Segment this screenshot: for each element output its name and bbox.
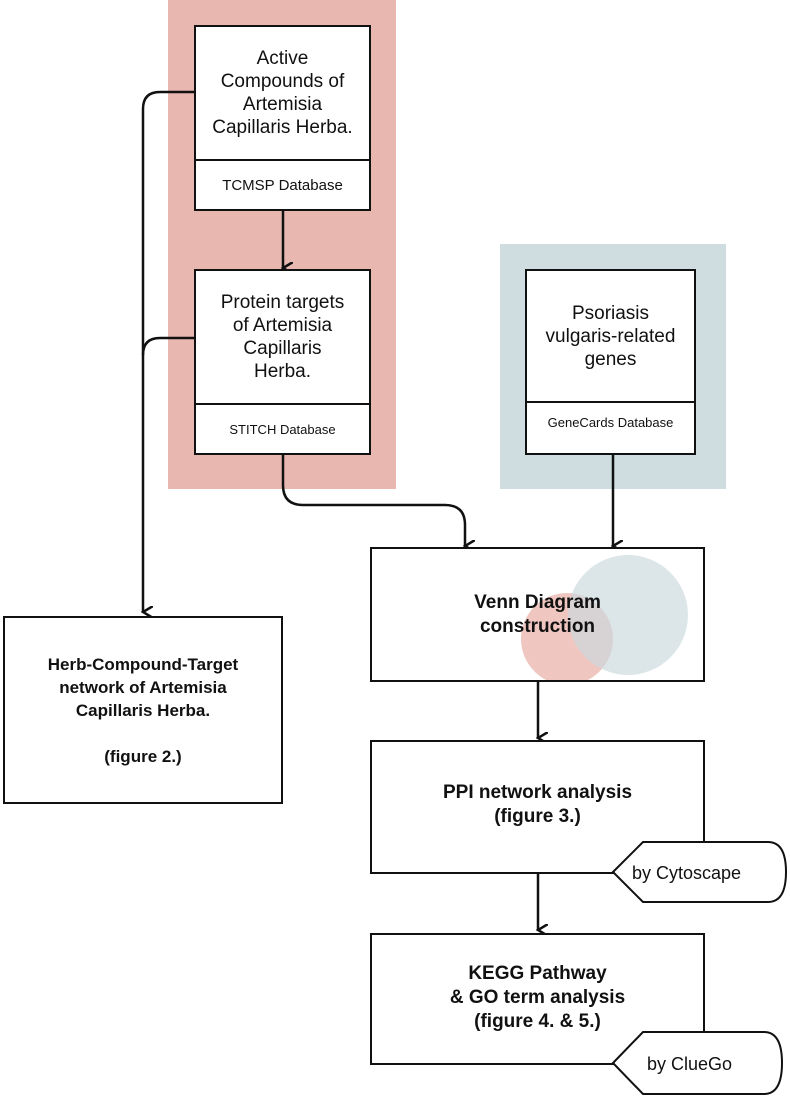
label-line: vulgaris-related: [545, 325, 676, 347]
label-line: PPI network analysis: [442, 781, 633, 803]
label-line: Capillaris: [243, 338, 322, 359]
node-venn-label: Venn Diagram construction: [372, 549, 703, 680]
label-line: Herb-Compound-Target: [47, 654, 239, 674]
db-label-genecards: GeneCards Database: [527, 401, 694, 441]
db-label-stitch: STITCH Database: [196, 403, 369, 453]
label-line: Artemisia: [242, 94, 323, 115]
label-line: & GO term analysis: [449, 986, 626, 1008]
label-line: construction: [479, 615, 596, 637]
node-active-compounds: Active Compounds of Artemisia Capillaris…: [194, 25, 371, 211]
node-herb-network-label: Herb-Compound-Target network of Artemisi…: [5, 618, 281, 802]
label-line: Active: [256, 48, 309, 69]
label-line: genes: [584, 348, 637, 370]
db-label-tcmsp: TCMSP Database: [196, 159, 369, 209]
label-line: of Artemisia: [232, 315, 333, 336]
label-line: (figure 4. & 5.): [474, 1010, 601, 1032]
node-protein-targets: Protein targets of Artemisia Capillaris …: [194, 269, 371, 455]
label-line: Psoriasis: [571, 302, 650, 324]
tag-text-cluego: by ClueGo: [647, 1054, 732, 1074]
node-venn-construction: Venn Diagram construction: [370, 547, 705, 682]
label-line: (figure 2.): [104, 746, 182, 766]
node-protein-targets-label: Protein targets of Artemisia Capillaris …: [196, 271, 369, 403]
label-line: Compounds of: [220, 71, 345, 92]
label-line: (figure 3.): [494, 805, 581, 827]
venn-circle-disease: [568, 555, 688, 675]
node-herb-network: Herb-Compound-Target network of Artemisi…: [3, 616, 283, 804]
tag-text-cytoscape: by Cytoscape: [632, 863, 741, 883]
node-ppi-label: PPI network analysis (figure 3.): [372, 742, 703, 867]
label-line: KEGG Pathway: [468, 962, 607, 984]
edge-targets-to-venn: [281, 454, 465, 546]
node-active-compounds-label: Active Compounds of Artemisia Capillaris…: [196, 27, 369, 159]
label-line: network of Artemisia: [59, 677, 227, 697]
edge-targets-to-herb-network: [141, 336, 195, 356]
tag-shape-cytoscape: [611, 841, 788, 903]
tag-shape-cluego: [611, 1031, 784, 1095]
node-psoriasis-genes-label: Psoriasis vulgaris-related genes: [527, 271, 694, 401]
venn-circles: [521, 555, 688, 680]
label-line: Herba.: [253, 361, 311, 382]
label-line: Protein targets: [220, 292, 345, 313]
edge-compounds-to-herb-network: [143, 90, 195, 612]
label-line: Venn Diagram: [474, 591, 601, 613]
node-kegg-label: KEGG Pathway & GO term analysis (figure …: [372, 935, 703, 1060]
label-line: Capillaris Herba.: [212, 117, 353, 138]
label-line: Capillaris Herba.: [75, 700, 211, 720]
node-psoriasis-genes: Psoriasis vulgaris-related genes GeneCar…: [525, 269, 696, 455]
